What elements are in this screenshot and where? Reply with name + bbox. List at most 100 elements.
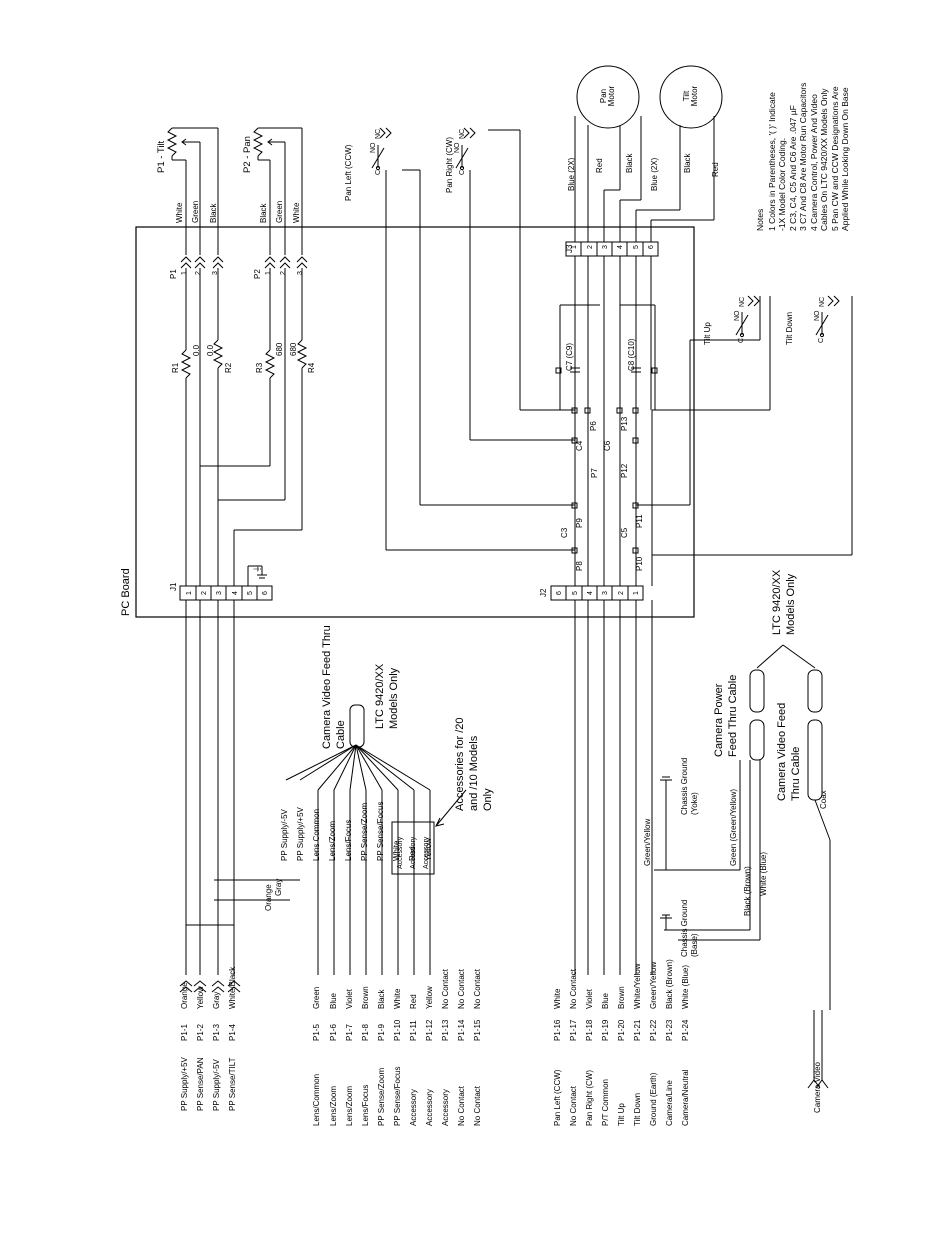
cap-c5: C5 — [620, 527, 629, 538]
g1-pin-1: P1-1 — [180, 1024, 189, 1041]
j1-pin-dividers — [195, 586, 258, 600]
lens-fan-wires — [285, 704, 435, 975]
pan-right-nc: NC — [459, 128, 466, 139]
pot-p1-wire-3: Black — [209, 203, 218, 223]
g2-color-1: Green — [312, 986, 321, 1009]
g2-signal-11: No Contact — [473, 1085, 482, 1126]
accessories-pointer-head — [435, 817, 445, 827]
j2-lower-wires — [574, 600, 761, 975]
ltc-models-right-label: LTC 9420/XX Models Only — [771, 569, 797, 635]
g2-pin-9: P1-13 — [441, 1019, 450, 1041]
g1-signal-1: PP Supply/+5V — [180, 1057, 189, 1111]
power-wire-green: Green (Green/Yellow) — [729, 788, 738, 866]
note-line-5: 4 Camera Control, Power And Video — [808, 94, 819, 231]
g3-color-8: Black (Brown) — [665, 959, 674, 1009]
g1-signal-4: PP Sense/TILT — [228, 1057, 237, 1111]
fan-label-pp-supply-neg: PP Supply/-5V — [280, 809, 289, 861]
p2-pin-1: 1 — [265, 271, 272, 275]
g2-color-5: Black — [377, 989, 386, 1009]
switch-tilt-up — [652, 295, 771, 411]
pot-p1-wire-1: White — [175, 202, 184, 223]
switch-pan-left — [371, 127, 392, 550]
fan-label-lens-zoom: Lens/Zoom — [328, 820, 337, 861]
j3-pin-5: 5 — [633, 245, 640, 249]
g2-color-9: No Contact — [441, 968, 450, 1009]
j1-pin-2: 2 — [201, 591, 208, 595]
note-line-1: 1 Colors in Parentheses, '( )' Indicate — [766, 92, 777, 231]
resistor-r2-value: 0.0 — [206, 344, 215, 356]
g3-color-2: No Contact — [569, 968, 578, 1009]
note-line-2: -1X Model Color Coding. — [777, 137, 787, 231]
note-line-7: 5 Pan CW and CCW Designations Are — [829, 86, 840, 231]
g3-signal-2: No Contact — [569, 1085, 578, 1126]
g2-signal-2: Lens/Zoom — [329, 1085, 338, 1126]
j1-pin-4: 4 — [232, 591, 239, 595]
g1-color-2: Yellow — [196, 986, 205, 1009]
g3-color-3: Violet — [585, 989, 594, 1009]
resistor-r1-value: 0.0 — [192, 344, 201, 356]
j1-pin-1: 1 — [186, 591, 193, 595]
tilt-up-nc: NC — [739, 296, 746, 307]
p2-connector-label: P2 — [253, 269, 262, 279]
g1-pin-3: P1-3 — [212, 1024, 221, 1041]
pan-motor-symbol — [576, 65, 640, 129]
pot-p2-symbol — [252, 127, 303, 255]
g3-color-1: White — [553, 988, 562, 1009]
pan-motor-wire-1: Blue (2X) — [567, 157, 576, 191]
g3-pin-7: P1-22 — [649, 1019, 658, 1041]
fan-label-pp-supply-pos: PP Supply/+5V — [296, 807, 305, 861]
tp-p13: P13 — [620, 416, 629, 431]
pan-left-no: NO — [370, 142, 377, 154]
tp-p12: P12 — [620, 463, 629, 478]
power-wire-green-yellow: Green/Yellow — [643, 818, 652, 866]
g2-signal-7: Accessory — [409, 1089, 418, 1126]
switch-tilt-up-label: Tilt Up — [703, 322, 712, 345]
g3-color-9: White (Blue) — [681, 964, 690, 1009]
bend-label-orange: Orange — [264, 884, 273, 911]
cap-c8: C8 (C10) — [627, 338, 636, 371]
pot-p2-wire-1: Black — [259, 203, 268, 223]
j2-pin-6: 6 — [556, 591, 563, 595]
j2-pin-4: 4 — [587, 591, 594, 595]
j3-pin-6: 6 — [648, 245, 655, 249]
switch-pan-left-label: Pan Left (CCW) — [344, 144, 353, 201]
note-line-8: Applied While Looking Down On Base — [840, 87, 850, 231]
g3-pin-9: P1-24 — [681, 1019, 690, 1041]
g2-signal-10: No Contact — [457, 1085, 466, 1126]
pan-right-no: NO — [454, 142, 461, 154]
p1-pin-3: 3 — [212, 271, 219, 275]
g3-signal-7: Ground (Earth) — [649, 1072, 658, 1126]
g2-color-6: White — [393, 988, 402, 1009]
resistor-r4-ref: R4 — [307, 362, 316, 373]
cap-c7: C7 (C9) — [565, 342, 574, 371]
g3-pin-5: P1-20 — [617, 1019, 626, 1041]
resistor-r1 — [180, 268, 192, 586]
tilt-down-no: NO — [814, 310, 821, 322]
g2-signal-6: PP Sense/Focus — [393, 1066, 402, 1126]
j1-label: J1 — [169, 582, 178, 591]
test-point-markers — [555, 367, 658, 554]
g1-color-3: Gray — [212, 991, 221, 1009]
g2-signal-3: Lens/Zoom — [345, 1085, 354, 1126]
g1-signal-2: PP Sense/PAN — [196, 1057, 205, 1111]
tilt-motor-wire-2: Black — [683, 153, 692, 173]
g3-pin-3: P1-18 — [585, 1019, 594, 1041]
j1-pin-6: 6 — [262, 591, 269, 595]
resistor-r3-ref: R3 — [255, 362, 264, 373]
g2-color-8: Yellow — [425, 986, 434, 1009]
p2-pin-3: 3 — [297, 271, 304, 275]
g1-color-4: White/Black — [228, 966, 237, 1009]
note-line-4: 3 C7 And C8 Are Motor Run Capacitors — [798, 82, 808, 231]
pot-p1-symbol — [166, 127, 219, 255]
coax-label: Coax — [819, 790, 828, 809]
tilt-motor-wire-3: Red — [711, 162, 720, 177]
p1-pin-2: 2 — [195, 271, 202, 275]
pc-board-outline — [135, 226, 695, 618]
j3-pin-1: 1 — [571, 245, 578, 249]
j2-pin-3: 3 — [602, 591, 609, 595]
accessory-box-2: Accessory — [410, 836, 417, 869]
g3-signal-8: Camera/Line — [665, 1080, 674, 1126]
fan-label-lens-common: Lens Common — [312, 808, 321, 861]
switch-pan-right-label: Pan Right (CW) — [445, 136, 454, 193]
